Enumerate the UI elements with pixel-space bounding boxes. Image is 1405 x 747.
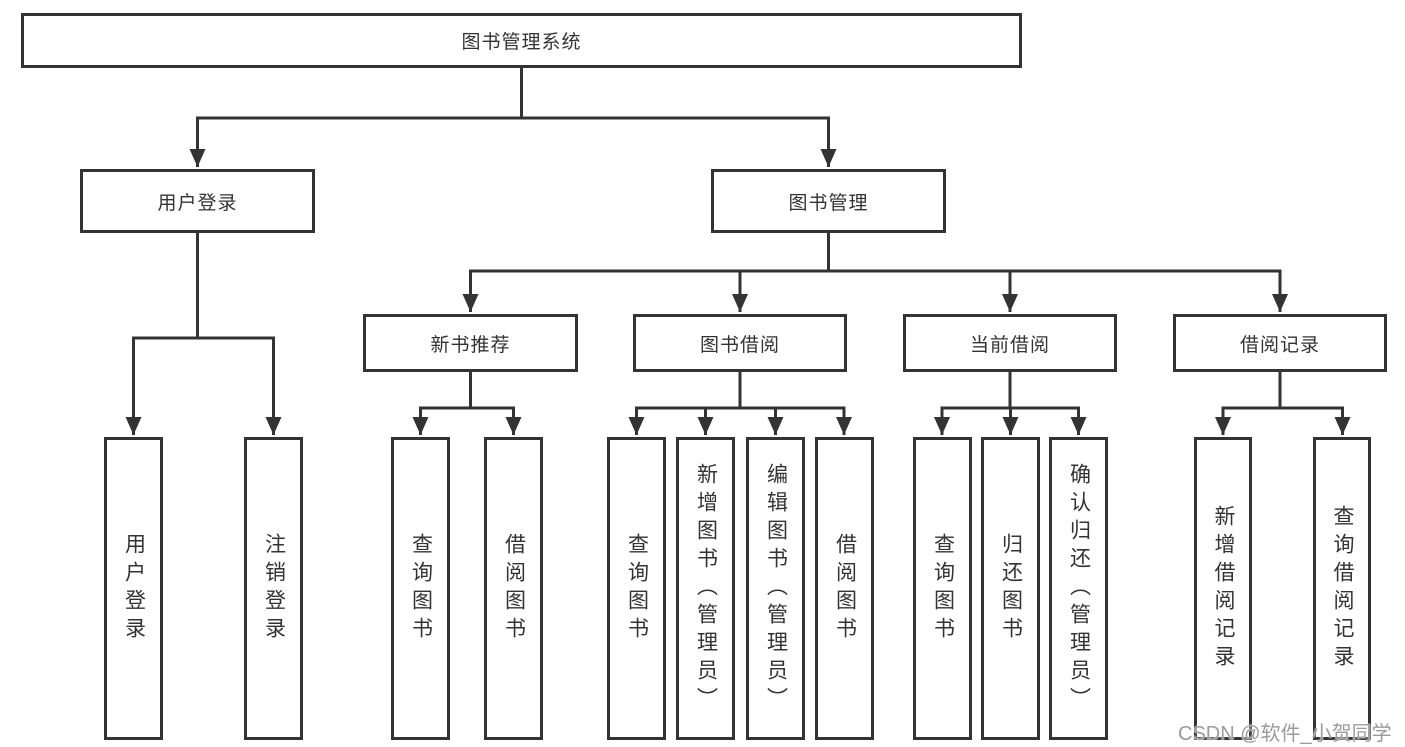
leaf-label: 归还图书: [999, 532, 1023, 645]
leaf-label: 确认归还（管理员）: [1067, 462, 1091, 715]
node-user-login: 用户登录: [80, 169, 315, 233]
leaf-label: 借阅图书: [502, 532, 526, 645]
leaf-label: 查询借阅记录: [1331, 504, 1354, 673]
leaf-label: 查询图书: [931, 532, 955, 645]
leaf-query-books-current: 查询图书: [913, 437, 972, 740]
node-book-borrow: 图书借阅: [633, 314, 847, 372]
leaf-label: 查询图书: [625, 532, 649, 645]
csdn-watermark: CSDN @软件_小贺同学: [1178, 723, 1392, 745]
node-new-book-recommend: 新书推荐: [363, 314, 578, 372]
leaf-query-books-borrow: 查询图书: [607, 437, 666, 740]
leaf-label: 查询图书: [409, 532, 433, 645]
leaf-edit-books-admin: 编辑图书（管理员）: [746, 437, 805, 740]
node-book-management: 图书管理: [711, 169, 946, 233]
leaf-confirm-return-admin: 确认归还（管理员）: [1049, 437, 1108, 740]
leaf-label: 用户登录: [122, 532, 146, 645]
node-root: 图书管理系统: [21, 13, 1022, 68]
leaf-add-borrow-record: 新增借阅记录: [1194, 437, 1252, 740]
node-current-borrow: 当前借阅: [903, 314, 1117, 372]
leaf-label: 编辑图书（管理员）: [764, 462, 788, 715]
leaf-label: 借阅图书: [833, 532, 857, 645]
node-borrow-records: 借阅记录: [1173, 314, 1387, 372]
leaf-label: 新增借阅记录: [1212, 504, 1235, 673]
leaf-query-books-recommend: 查询图书: [391, 437, 450, 740]
leaf-user-login: 用户登录: [104, 437, 163, 740]
leaf-add-books-admin: 新增图书（管理员）: [676, 437, 735, 740]
leaf-borrow-books: 借阅图书: [815, 437, 874, 740]
leaf-label: 注销登录: [262, 532, 286, 645]
leaf-borrow-books-recommend: 借阅图书: [484, 437, 543, 740]
leaf-label: 新增图书（管理员）: [694, 462, 718, 715]
leaf-return-books: 归还图书: [981, 437, 1040, 740]
leaf-logout: 注销登录: [244, 437, 303, 740]
leaf-query-borrow-record: 查询借阅记录: [1313, 437, 1371, 740]
